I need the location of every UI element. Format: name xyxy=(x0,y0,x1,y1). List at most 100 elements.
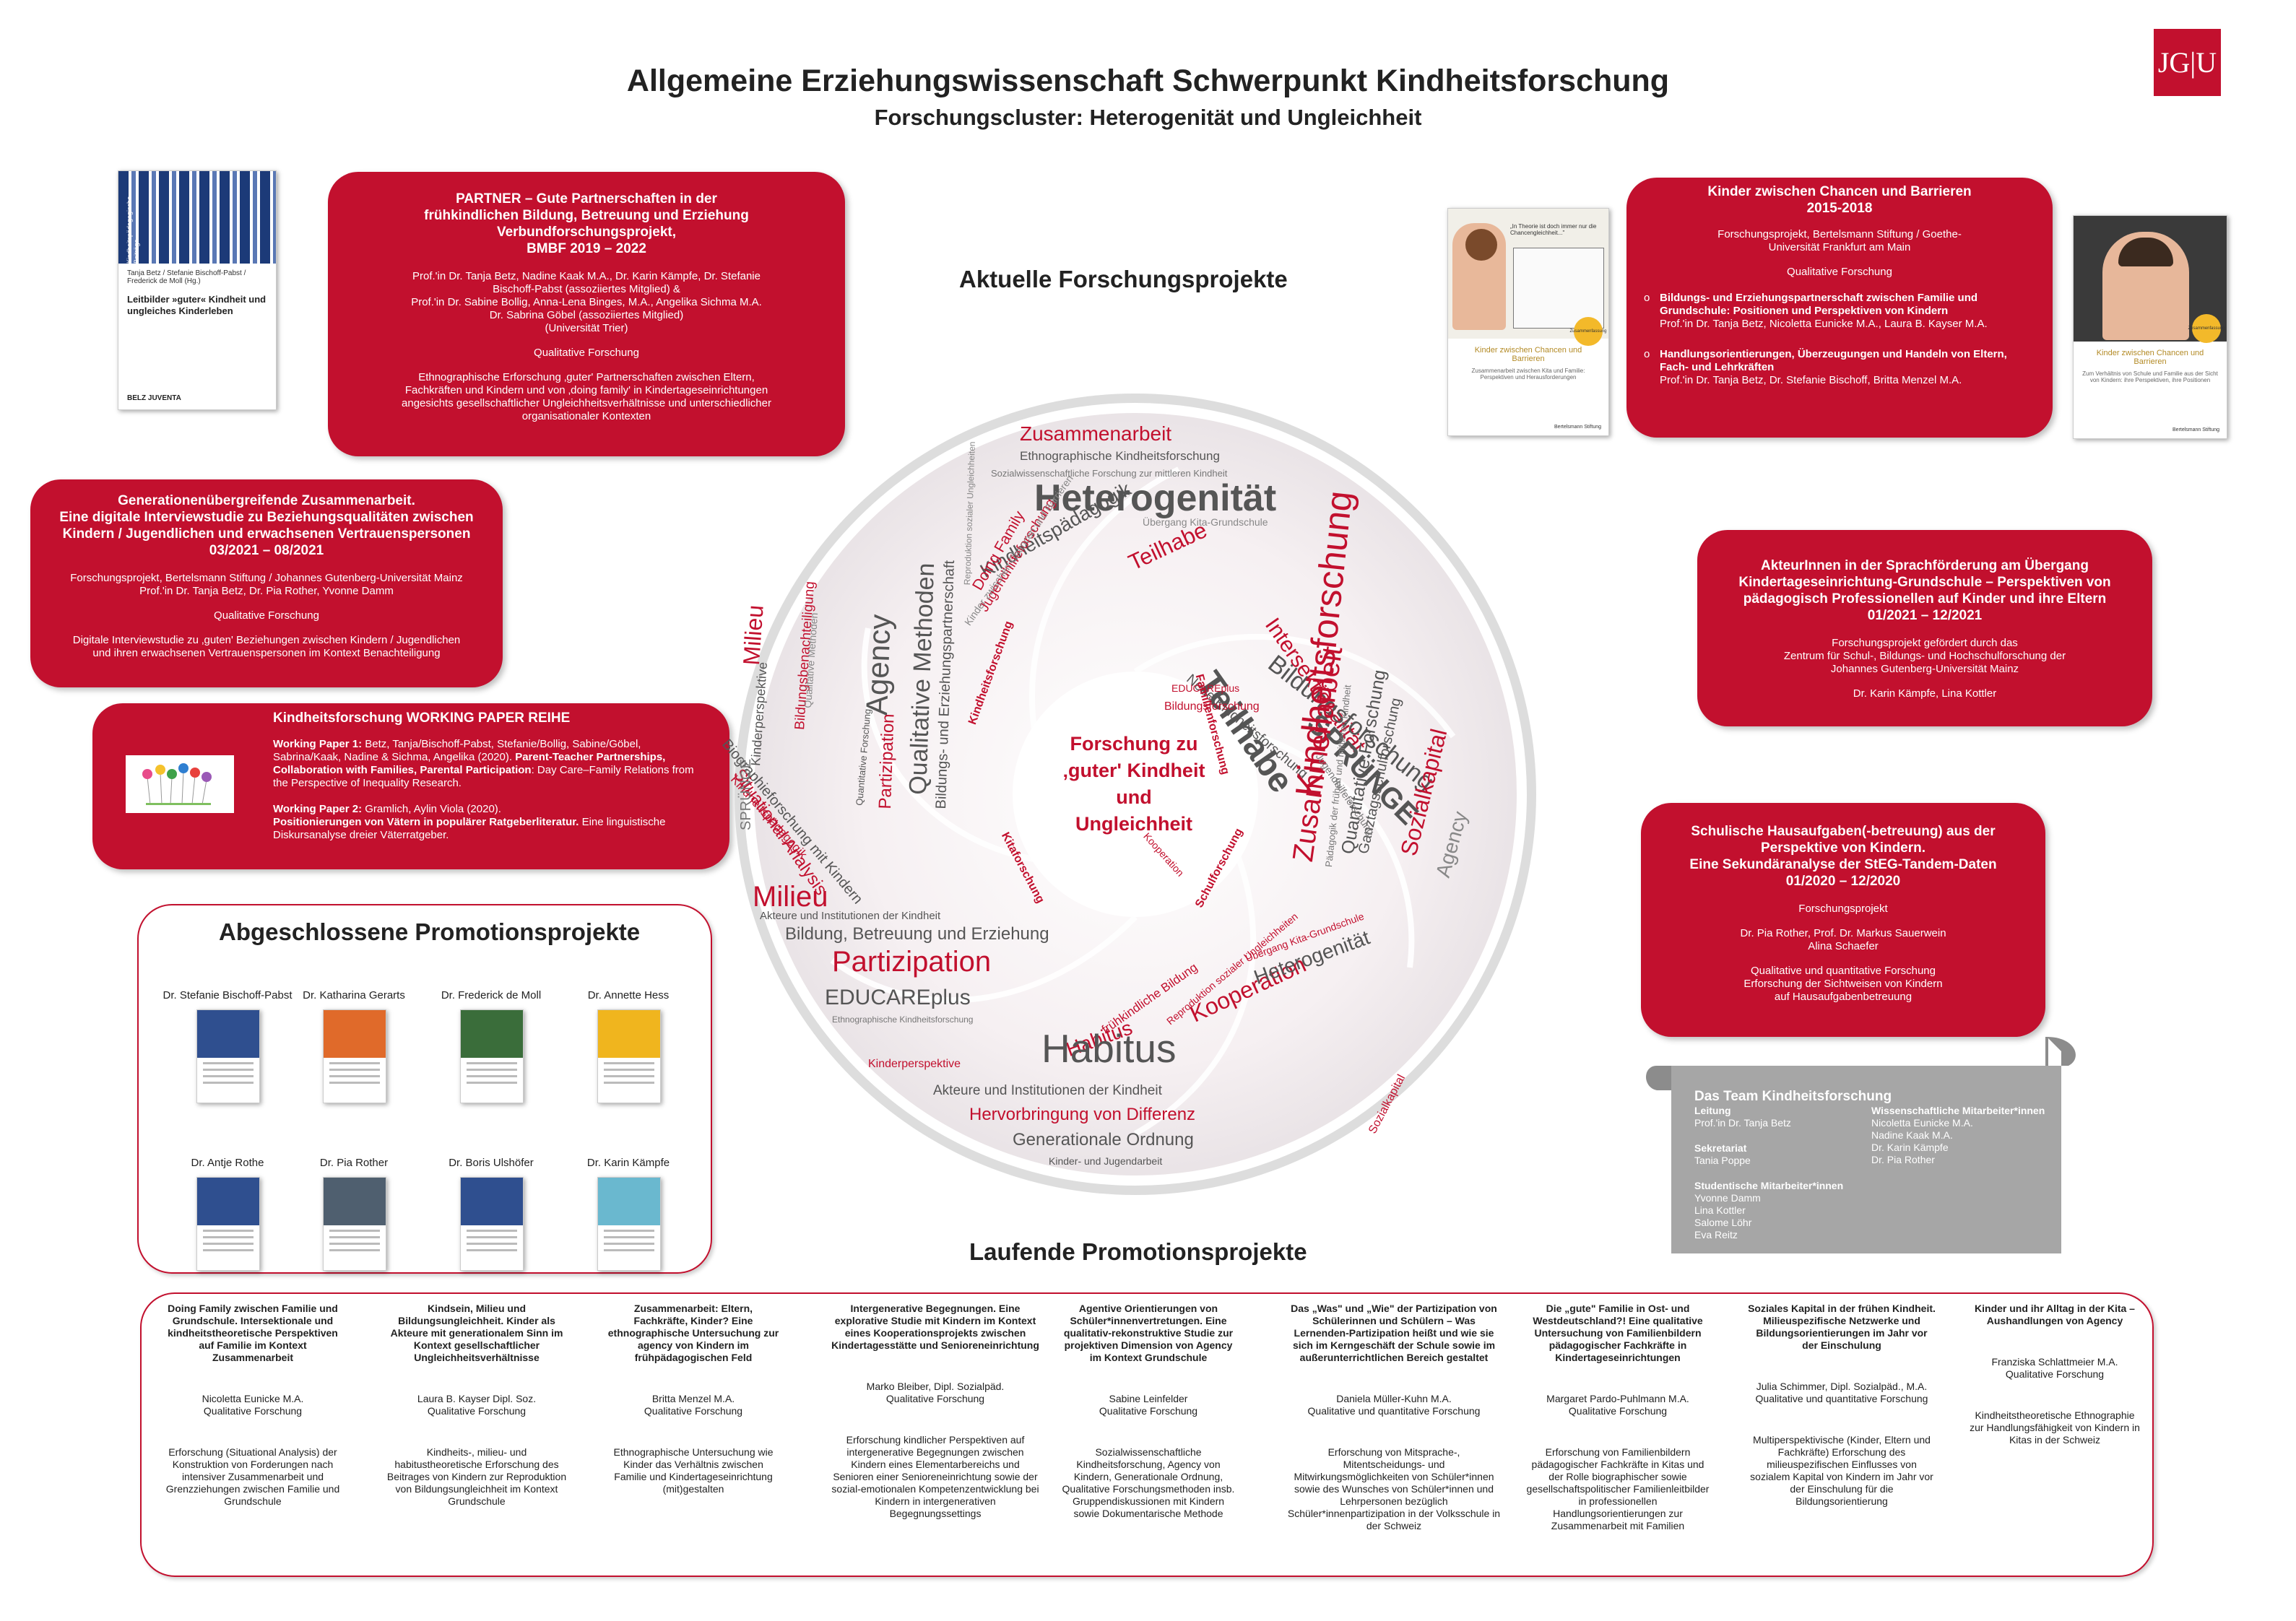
completed-project-book-cover[interactable] xyxy=(460,1177,524,1271)
sprach-title-4: 01/2021 – 12/2021 xyxy=(1867,608,1983,623)
team-wiss-label: Wissenschaftliche Mitarbeiter*innen xyxy=(1871,1105,2045,1116)
completed-project-book-cover[interactable] xyxy=(323,1009,386,1103)
ongoing-project-desc: Sozialwissenschaftliche Kindheitsforschu… xyxy=(1062,1446,1235,1519)
project-partner[interactable]: PARTNER – Gute Partnerschaften in der fr… xyxy=(328,172,845,456)
book-cover-text-line xyxy=(467,1236,517,1238)
ongoing-project-person: Laura B. Kayser Dipl. Soz. xyxy=(417,1393,537,1404)
book-cover-text-line xyxy=(203,1249,254,1251)
ongoing-projects-frame xyxy=(140,1292,2154,1577)
book-cover-band xyxy=(197,1178,259,1225)
working-paper-series[interactable]: Kindheitsforschung WORKING PAPER REIHE W… xyxy=(92,703,729,869)
wordcloud-term: Akteure und Institutionen der Kindheit xyxy=(933,1083,1162,1098)
ongoing-project-desc: Kindheitstheoretische Ethnographie zur H… xyxy=(1970,1409,2140,1446)
book-cover-band xyxy=(197,1010,259,1058)
ongoing-project[interactable]: Soziales Kapital in der frühen Kindheit.… xyxy=(1748,1303,1936,1508)
book-cover-chancen-schule[interactable]: Zusammenfassung Kinder zwischen Chancen … xyxy=(2073,215,2227,439)
generation-method: Qualitative Forschung xyxy=(214,609,319,622)
wp1-authors: Betz, Tanja/Bischoff-Pabst, Stefanie/Bol… xyxy=(273,738,641,763)
book-cover-band xyxy=(461,1010,523,1058)
completed-project-book-cover[interactable] xyxy=(597,1009,661,1103)
wordcloud-term: Kinder zwischen Chancen und Barrieren xyxy=(962,472,1075,628)
center-core-1: Forschung zu xyxy=(1070,733,1198,755)
generation-title-2: Eine digitale Interviewstudie zu Beziehu… xyxy=(59,510,474,525)
ongoing-project[interactable]: Zusammenarbeit: Eltern, Fachkräfte, Kind… xyxy=(607,1303,780,1495)
completed-project-author: Dr. Karin Kämpfe xyxy=(586,1157,670,1169)
ongoing-project-title: Das „Was" und „Wie" der Partizipation vo… xyxy=(1291,1303,1497,1363)
team-title: Das Team Kindheitsforschung xyxy=(1694,1089,1892,1104)
chancen-item-2-title: Handlungsorientierungen, Überzeugungen u… xyxy=(1660,348,2007,373)
ongoing-project-method: Qualitative Forschung xyxy=(2005,1368,2105,1380)
center-core-3: und xyxy=(1116,786,1152,808)
ongoing-project[interactable]: Agentive Orientierungen von Schüler*inne… xyxy=(1062,1303,1235,1520)
center-core-4: Ungleichheit xyxy=(1075,813,1192,835)
book-cover-band xyxy=(598,1010,660,1058)
haus-desc-1: Qualitative und quantitative Forschung xyxy=(1751,965,1936,977)
team-wiss-4: Dr. Pia Rother xyxy=(1871,1154,1935,1165)
wordcloud-term: Bildung, Betreuung und Erziehung xyxy=(785,924,1049,944)
partner-people-1: Prof.'in Dr. Tanja Betz, Nadine Kaak M.A… xyxy=(412,270,761,282)
ongoing-project[interactable]: Kinder und ihr Alltag in der Kita – Aush… xyxy=(1968,1303,2141,1446)
book-badge: Zusammenfassung xyxy=(1569,317,1607,346)
team-box: Das Team Kindheitsforschung Leitung Prof… xyxy=(1694,1089,2070,1241)
wordcloud-term: Generationale Ordnung xyxy=(1013,1130,1194,1150)
partner-desc-2: Fachkräften und Kindern und von ‚doing f… xyxy=(404,384,768,396)
project-generation[interactable]: Generationenübergreifende Zusammenarbeit… xyxy=(30,479,503,687)
book-cover-text-line xyxy=(329,1230,380,1232)
book-cover-text-line xyxy=(203,1230,254,1232)
ongoing-project-desc: Erforschung (Situational Analysis) der K… xyxy=(165,1446,340,1507)
wp1-title[interactable]: Parent-Teacher Partnerships, Collaborati… xyxy=(273,751,666,776)
book-cover-text-line xyxy=(604,1249,654,1251)
ongoing-project[interactable]: Doing Family zwischen Familie und Grunds… xyxy=(163,1303,343,1508)
partner-title-1: PARTNER – Gute Partnerschaften in der xyxy=(456,191,717,207)
partner-desc-1: Ethnographische Erforschung ‚guter' Part… xyxy=(418,371,755,383)
ongoing-project-person: Marko Bleiber, Dipl. Sozialpäd. xyxy=(866,1381,1005,1392)
book-cover-band xyxy=(461,1178,523,1225)
haus-method: Forschungsprojekt xyxy=(1798,903,1888,915)
book-chancen-right-foot: Bertelsmann Stiftung xyxy=(2172,427,2219,433)
project-chancen[interactable]: Kinder zwischen Chancen und Barrieren 20… xyxy=(1626,178,2053,438)
sprach-title-2: Kindertageseinrichtung-Grundschule – Per… xyxy=(1738,575,2111,590)
team-stud-1: Yvonne Damm xyxy=(1694,1192,1761,1204)
bullet-1: o xyxy=(1644,292,1650,304)
book-cover-text-line xyxy=(329,1243,380,1245)
partner-method: Qualitative Forschung xyxy=(534,347,639,359)
jgu-logo[interactable]: JG|U xyxy=(2154,29,2221,96)
ongoing-project[interactable]: Intergenerative Begegnungen. Eine explor… xyxy=(831,1303,1040,1520)
book-cover-text-line xyxy=(604,1236,654,1238)
project-sprachfoerderung[interactable]: AkteurInnen in der Sprachförderung am Üb… xyxy=(1697,530,2152,726)
wp2-title[interactable]: Positionierungen von Vätern in populärer… xyxy=(273,816,579,828)
project-hausaufgaben[interactable]: Schulische Hausaufgaben(-betreuung) aus … xyxy=(1641,803,2045,1037)
book-cover-text-line xyxy=(329,1075,380,1077)
wordcloud-term: Akteure und Institutionen der Kindheit xyxy=(760,910,941,922)
partner-people-3: Prof.'in Dr. Sabine Bollig, Anna-Lena Bi… xyxy=(411,296,762,308)
ongoing-project-title: Agentive Orientierungen von Schüler*inne… xyxy=(1063,1303,1234,1363)
section-title-completed: Abgeschlossene Promotionsprojekte xyxy=(219,918,641,945)
book-cover-text-line xyxy=(203,1243,254,1245)
completed-project-book-cover[interactable] xyxy=(597,1177,661,1271)
team-wiss-2: Nadine Kaak M.A. xyxy=(1871,1129,1953,1141)
completed-project-book-cover[interactable] xyxy=(323,1177,386,1271)
wordcloud-term: Ethnographische Kindheitsforschung xyxy=(1020,449,1220,463)
ongoing-project[interactable]: Die „gute" Familie in Ost- und Westdeuts… xyxy=(1524,1303,1712,1532)
ongoing-project-desc: Ethnographische Untersuchung wie Kinder … xyxy=(613,1446,774,1495)
ongoing-project[interactable]: Kindsein, Milieu und Bildungsungleichhei… xyxy=(386,1303,567,1508)
ongoing-project-title: Doing Family zwischen Familie und Grunds… xyxy=(168,1303,338,1363)
haus-title-4: 01/2020 – 12/2020 xyxy=(1785,874,1901,889)
book-cover-text-line xyxy=(467,1082,517,1084)
ongoing-project[interactable]: Das „Was" und „Wie" der Partizipation vo… xyxy=(1286,1303,1502,1532)
book-cover-leitbilder[interactable]: Kindheitspädagogische Beiträge Tanja Bet… xyxy=(118,170,277,410)
team-sek-label: Sekretariat xyxy=(1694,1142,1747,1154)
completed-project-author: Dr. Boris Ulshöfer xyxy=(449,1157,534,1169)
completed-project-book-cover[interactable] xyxy=(196,1009,260,1103)
wp2-authors: Gramlich, Aylin Viola (2020). xyxy=(362,803,501,815)
book-speech: „In Theorie ist doch immer nur die Chanc… xyxy=(1510,223,1597,236)
partner-title-4: BMBF 2019 – 2022 xyxy=(527,241,646,256)
completed-project-book-cover[interactable] xyxy=(460,1009,524,1103)
completed-project-book-cover[interactable] xyxy=(196,1177,260,1271)
ongoing-project-title: Soziales Kapital in der frühen Kindheit.… xyxy=(1748,1303,1936,1351)
book-cover-chancen-kita[interactable]: „In Theorie ist doch immer nur die Chanc… xyxy=(1447,208,1609,436)
partner-title-2: frühkindlichen Bildung, Betreuung und Er… xyxy=(424,208,749,223)
wordcloud-term: Hervorbringung von Differenz xyxy=(969,1105,1196,1124)
page-title: Allgemeine Erziehungswissenschaft Schwer… xyxy=(626,64,1670,98)
